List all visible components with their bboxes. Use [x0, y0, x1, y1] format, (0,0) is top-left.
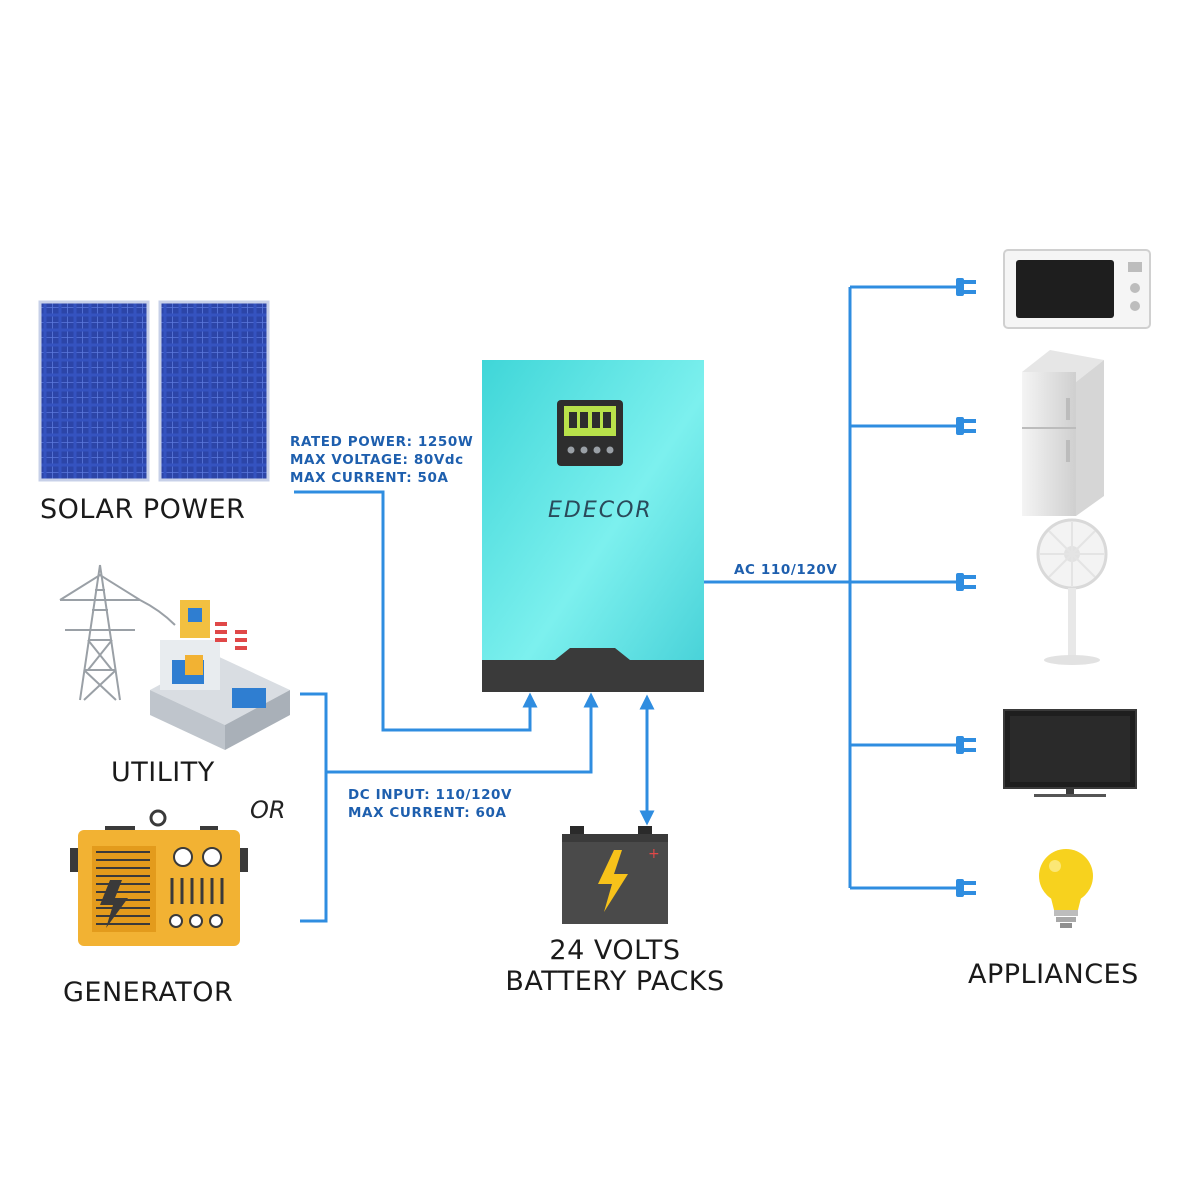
svg-text:+: + [648, 846, 660, 862]
ac-output-label: AC 110/120V [734, 562, 838, 578]
solar-spec-max-current: MAX CURRENT: 50A [290, 470, 449, 486]
fan-icon [1036, 518, 1108, 665]
or-label: OR [250, 796, 286, 824]
solar-panel-icon [38, 300, 270, 482]
dc-spec-max-current: MAX CURRENT: 60A [348, 805, 507, 821]
refrigerator-icon [1022, 350, 1104, 516]
appliances-label: APPLIANCES [968, 959, 1139, 990]
dc-spec-input: DC INPUT: 110/120V [348, 787, 513, 803]
generator-label: GENERATOR [63, 977, 234, 1008]
plug-icons [956, 278, 976, 897]
utility-substation-icon [150, 600, 290, 750]
utility-generator-bracket [300, 692, 599, 923]
inverter-icon [482, 360, 704, 692]
solar-power-label: SOLAR POWER [40, 494, 246, 525]
microwave-icon [1003, 249, 1151, 329]
battery-label-line1: 24 VOLTS [549, 935, 681, 966]
generator-icon [70, 809, 248, 946]
inverter-brand: EDECOR [548, 498, 653, 523]
light-bulb-icon [1039, 849, 1093, 928]
battery-label-line2: BATTERY PACKS [505, 966, 725, 997]
tv-icon [1003, 709, 1137, 797]
battery-label: 24 VOLTS BATTERY PACKS [470, 935, 760, 997]
solar-spec-rated-power: RATED POWER: 1250W [290, 434, 474, 450]
battery-icon: + [562, 826, 668, 924]
ac-output-bus [704, 287, 852, 888]
dc-input-specs: DC INPUT: 110/120V MAX CURRENT: 60A [348, 786, 512, 822]
solar-connection-line [294, 490, 538, 732]
utility-label: UTILITY [111, 757, 215, 788]
utility-tower-icon [59, 564, 176, 701]
appliance-plug-lines [850, 285, 958, 890]
solar-spec-max-voltage: MAX VOLTAGE: 80Vdc [290, 452, 464, 468]
solar-specs: RATED POWER: 1250W MAX VOLTAGE: 80Vdc MA… [290, 433, 473, 487]
